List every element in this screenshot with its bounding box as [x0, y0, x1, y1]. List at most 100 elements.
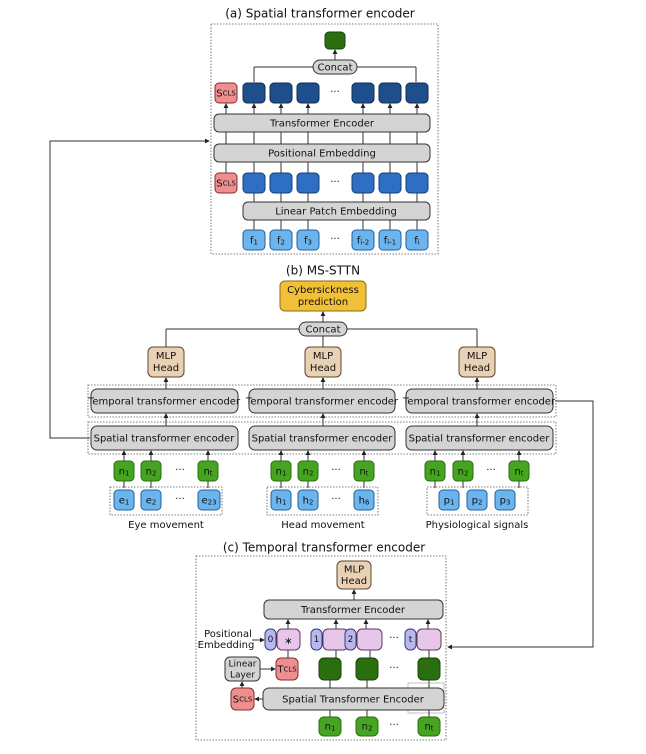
mlp-head-c [336, 560, 372, 590]
feature-p [466, 489, 488, 511]
feature-e [197, 489, 221, 511]
position-index-label: 0 [268, 635, 274, 645]
s-cls-label-out: SCLS [216, 89, 236, 100]
token-label: n1 [276, 467, 287, 478]
time-token [322, 628, 349, 651]
panel-a-title: (a) Spatial transformer encoder [225, 7, 415, 21]
position-index-label: 1 [314, 635, 320, 645]
spatial-detail-connector [49, 138, 210, 439]
linear-patch-embedding-block [242, 201, 431, 221]
ellipsis: ··· [389, 720, 399, 731]
spatial-row-frame [87, 421, 557, 455]
feature-p [438, 489, 460, 511]
embedded-token [242, 172, 266, 194]
pos-to-encoder-lines [225, 132, 418, 144]
input-token-label: n2 [362, 722, 373, 733]
feature-input [296, 229, 320, 251]
feature-label: h2 [303, 496, 314, 507]
cls-position-token: 0 ∗ [264, 628, 301, 651]
tokens-to-encoder-arrows-c [285, 619, 431, 629]
mlp-head-head [304, 346, 342, 378]
transformer-encoder-block-c [263, 599, 444, 620]
embedded-token-row: SCLS ··· [214, 172, 429, 194]
token-label: n2 [303, 467, 314, 478]
spatial-encoder-head [248, 425, 396, 451]
position-token-t: t [404, 628, 442, 651]
feature-e [140, 489, 162, 511]
feature-h [270, 489, 292, 511]
input-token-n [355, 716, 379, 737]
input-token-n [417, 716, 441, 737]
mlp-head-label: Head [310, 363, 336, 374]
t-cls-label: TCLS [276, 665, 297, 676]
feature-input-label: fi-2 [357, 236, 369, 247]
panel-c-frame [195, 555, 447, 741]
temporal-encoder-head [248, 388, 396, 414]
input-token-n [318, 716, 342, 737]
position-index-t [404, 628, 417, 651]
feature-label: h1 [276, 496, 287, 507]
position-index-label: 2 [348, 635, 354, 645]
input-token-label: n1 [325, 722, 336, 733]
tokens-to-pos-lines [225, 162, 418, 174]
time-token [356, 628, 383, 651]
token-label: n1 [119, 467, 130, 478]
feature-label: e1 [119, 496, 130, 507]
panel-a-frame [210, 23, 439, 255]
mlp-head-label: Head [153, 363, 179, 374]
feature-input-label: f1 [250, 236, 258, 247]
spatial-output-tokens: ··· [318, 650, 441, 688]
token-label: n1 [430, 467, 441, 478]
token-label: nt [514, 467, 523, 478]
ellipsis: ··· [389, 663, 399, 674]
position-index-label: t [409, 635, 413, 645]
stream-eye-movement: n1 n2 ··· nt e1 e2 ··· e23 Eye movement [109, 450, 223, 531]
spatial-encoder-physio [405, 425, 554, 451]
positional-embedding-label-a: Positional Embedding [268, 149, 376, 160]
mlp-head-label: MLP [344, 565, 364, 576]
encoder-output-arrows [223, 103, 420, 114]
spatial-transformer-encoder-label-c: Spatial Transformer Encoder [282, 695, 425, 706]
feature-input [242, 229, 266, 251]
ellipsis: ··· [175, 465, 185, 476]
feature-label: e2 [146, 496, 157, 507]
spatial-encoder-eye [90, 425, 239, 451]
spatial-encoder-label: Spatial transformer encoder [94, 434, 236, 445]
ellipsis: ··· [330, 234, 340, 245]
temporal-input-tokens: n1 n2 ··· nt [318, 710, 441, 737]
mlp-head-label: MLP [467, 351, 487, 362]
embedded-token [269, 172, 293, 194]
prediction-label-line1: Cybersickness [287, 285, 359, 296]
spatial-transformer-encoder-block-c [262, 687, 445, 711]
t-cls-token [275, 657, 299, 681]
feature-input-label: f2 [277, 236, 285, 247]
position-index-2 [344, 628, 357, 651]
temporal-encoder-eye [90, 388, 239, 414]
concat-label-b: Concat [306, 325, 341, 336]
encoded-token [242, 82, 266, 104]
temporal-encoder-label: Temporal transformer encoder [245, 397, 399, 408]
encoded-token-row: SCLS ··· [214, 82, 429, 104]
mlp-head-eye [147, 346, 185, 378]
mlp-head-label: MLP [313, 351, 333, 362]
ellipsis: ··· [331, 494, 341, 505]
spatial-output-token [355, 657, 379, 681]
feature-input [378, 229, 402, 251]
feature-e [113, 489, 135, 511]
s-cls-label-c: SCLS [233, 695, 253, 706]
spatial-encoder-label: Spatial transformer encoder [409, 434, 551, 445]
encoded-token [296, 82, 320, 104]
temporal-to-mlp-arrows [163, 377, 480, 389]
feature-input [405, 229, 429, 251]
spatial-output-token [417, 657, 441, 681]
feature-h [297, 489, 319, 511]
inputs-to-lpe-lines [253, 220, 418, 230]
encoded-token [269, 82, 293, 104]
position-token-1: 1 [310, 628, 349, 651]
ellipsis: ··· [389, 633, 399, 644]
linear-layer-label: Linear [229, 660, 257, 670]
ellipsis: ··· [175, 494, 185, 505]
s-cls-token-out [214, 82, 238, 104]
feature-group-frame [426, 486, 529, 516]
stream-label: Head movement [281, 520, 364, 531]
